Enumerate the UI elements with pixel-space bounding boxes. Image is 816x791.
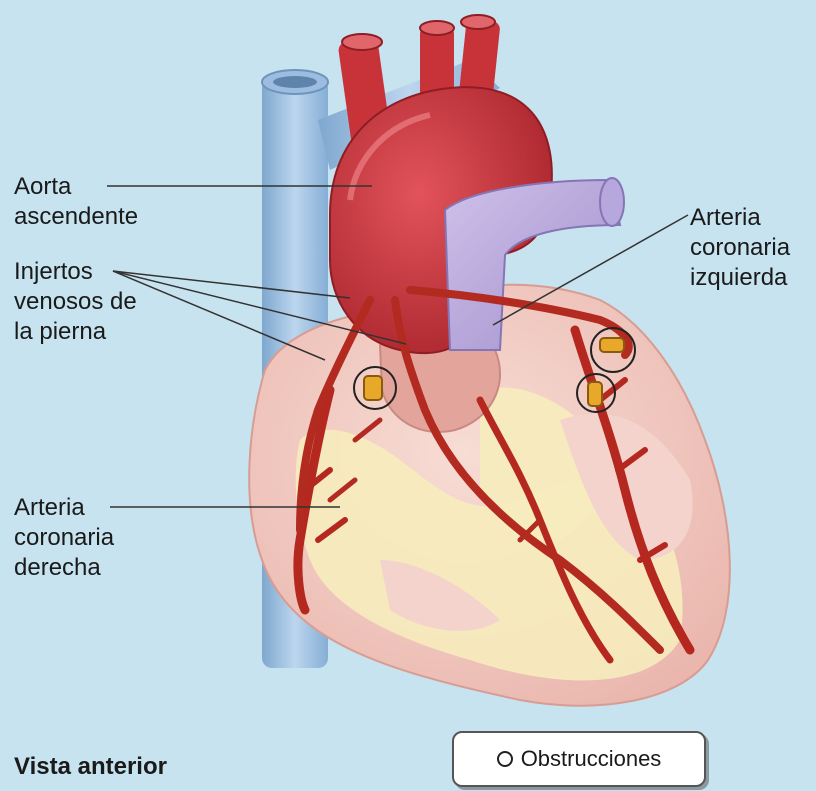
label-line: Injertos <box>14 257 137 287</box>
label-injertos-venosos: Injertos venosos de la pierna <box>14 257 137 347</box>
label-line: Arteria <box>14 493 114 523</box>
legend-box: Obstrucciones <box>452 731 706 787</box>
label-line: Arteria <box>690 203 790 233</box>
circle-outline-icon <box>497 751 513 767</box>
label-line: ascendente <box>14 202 138 232</box>
label-line: coronaria <box>690 233 790 263</box>
label-arteria-coronaria-izquierda: Arteria coronaria izquierda <box>690 203 790 293</box>
label-line: Aorta <box>14 172 138 202</box>
label-line: izquierda <box>690 263 790 293</box>
legend-text: Obstrucciones <box>521 746 662 772</box>
label-line: derecha <box>14 553 114 583</box>
label-aorta-ascendente: Aorta ascendente <box>14 172 138 232</box>
label-line: la pierna <box>14 317 137 347</box>
label-line: venosos de <box>14 287 137 317</box>
label-line: coronaria <box>14 523 114 553</box>
view-caption: Vista anterior <box>14 752 167 782</box>
label-arteria-coronaria-derecha: Arteria coronaria derecha <box>14 493 114 583</box>
